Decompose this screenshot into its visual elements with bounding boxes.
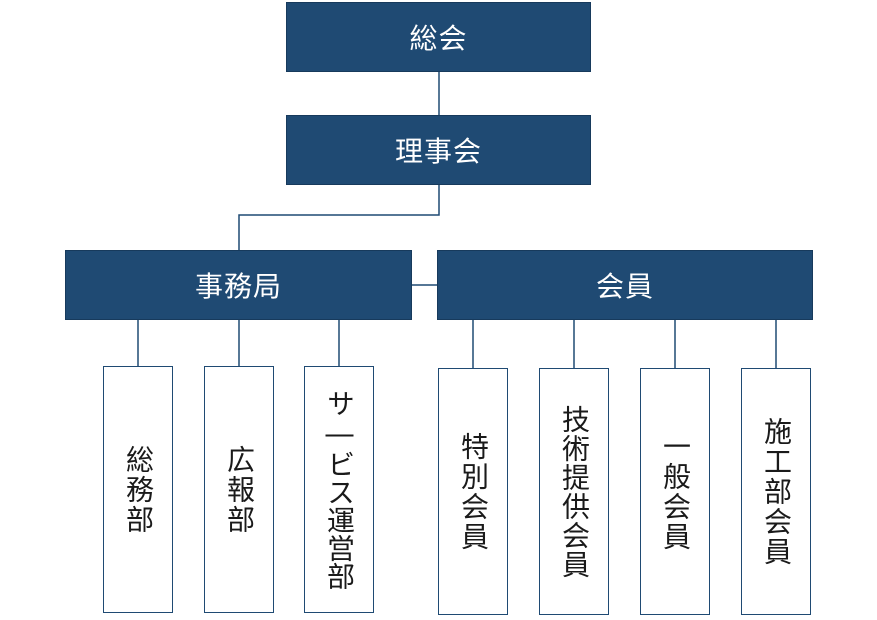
secretariat-label: 事務局 (194, 270, 282, 303)
secretariat-box: 事務局 (65, 250, 412, 320)
line-board-secretariat (238, 185, 440, 250)
board-label: 理事会 (394, 135, 482, 168)
general-assembly-box: 総会 (286, 2, 591, 72)
members-box: 会員 (437, 250, 813, 320)
general-assembly-label: 総会 (409, 22, 468, 55)
regular-members-box: 一般会員 (640, 368, 710, 615)
general-affairs-label: 総務部 (122, 444, 155, 535)
board-box: 理事会 (286, 115, 591, 185)
tech-provider-members-label: 技術提供会員 (558, 404, 591, 579)
special-members-label: 特別会員 (457, 431, 490, 552)
contractor-members-label: 施工部会員 (760, 416, 793, 567)
tech-provider-members-box: 技術提供会員 (539, 368, 609, 615)
public-relations-label: 広報部 (223, 444, 256, 535)
contractor-members-box: 施工部会員 (741, 368, 811, 615)
public-relations-box: 広報部 (204, 366, 274, 613)
regular-members-label: 一般会員 (659, 431, 692, 552)
service-operations-box: サ―ビス運営部 (304, 366, 374, 613)
general-affairs-box: 総務部 (103, 366, 173, 613)
service-operations-label: サ―ビス運営部 (323, 389, 356, 590)
members-label: 会員 (595, 270, 654, 303)
special-members-box: 特別会員 (438, 368, 508, 615)
